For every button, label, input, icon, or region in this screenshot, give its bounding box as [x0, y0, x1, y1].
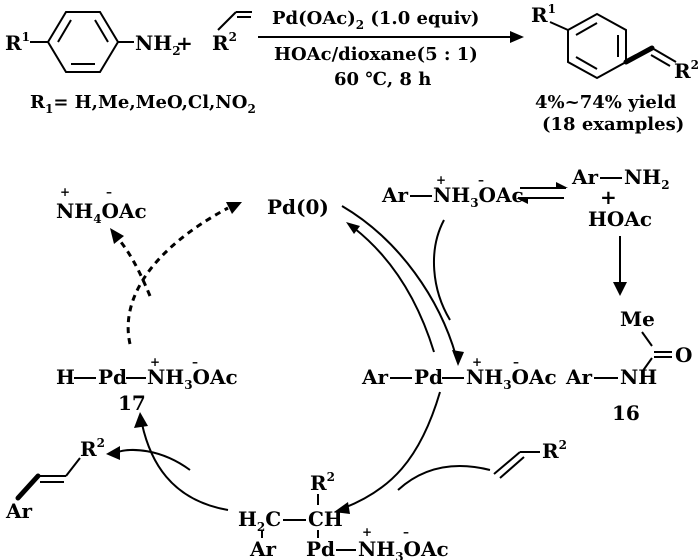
svg-text:NH3OAc: NH3OAc — [466, 365, 557, 392]
examples-label: (18 examples) — [542, 114, 684, 135]
alkene-reagent: R2 — [493, 438, 567, 479]
svg-text:+: + — [362, 525, 372, 539]
svg-text:H2C: H2C — [238, 507, 281, 534]
svg-text:NH4OAc: NH4OAc — [56, 199, 147, 226]
svg-text:Ar: Ar — [571, 165, 599, 189]
svg-text:–: – — [513, 355, 519, 369]
svg-text:Ar: Ar — [5, 499, 33, 523]
svg-text:H: H — [56, 365, 75, 389]
svg-text:–: – — [403, 525, 409, 539]
product-r1-label: R1 — [531, 2, 556, 27]
svg-text:–: – — [106, 185, 112, 199]
svg-text:Ar: Ar — [249, 537, 277, 560]
svg-text:R2: R2 — [80, 436, 105, 461]
svg-text:R2: R2 — [310, 470, 335, 495]
anilinium-acetate: Ar + – NH3OAc — [381, 173, 524, 210]
svg-text:R2: R2 — [542, 438, 567, 463]
svg-text:NH3OAc: NH3OAc — [433, 183, 524, 210]
hydride-palladium-17: H Pd + – NH3OAc 17 — [56, 355, 238, 415]
compound-17-label: 17 — [118, 391, 146, 415]
pd0-label: Pd(0) — [267, 195, 329, 219]
alkene-reactant: R2 — [212, 11, 252, 55]
product-r2-label: R2 — [674, 58, 699, 83]
svg-text:NH3OAc: NH3OAc — [147, 365, 238, 392]
svg-text:NH: NH — [620, 365, 657, 389]
equilibrium-arrows — [516, 182, 568, 204]
conditions: Pd(OAc)2 (1.0 equiv) HOAc/dioxane(5 : 1)… — [258, 8, 524, 90]
condition-solvent: HOAc/dioxane(5 : 1) — [274, 44, 478, 65]
aniline-and-acid: Ar NH2 + HOAc — [571, 165, 670, 231]
insertion-arrow — [334, 391, 491, 514]
r2-label: R2 — [212, 30, 237, 55]
ammonium-acetate: + – NH4OAc — [56, 185, 147, 226]
aniline-reactant: R1 NH2 — [5, 11, 181, 73]
r1-definition: R1= H,Me,MeO,Cl,NO2 — [30, 92, 256, 116]
stilbene-product: R1 R2 4%~74% yield (18 examples) — [531, 2, 699, 135]
svg-text:NH3OAc: NH3OAc — [358, 537, 449, 560]
svg-text:+: + — [600, 185, 617, 209]
svg-text:Me: Me — [620, 307, 655, 331]
condition-catalyst: Pd(OAc)2 (1.0 equiv) — [272, 8, 479, 32]
r1-label: R1 — [5, 30, 30, 55]
svg-text:Ar: Ar — [565, 365, 593, 389]
svg-text:Pd: Pd — [98, 365, 127, 389]
acetanilide-16: Me O Ar NH 16 — [565, 307, 692, 425]
released-product: Ar R2 — [5, 436, 105, 523]
acetylation-arrow — [613, 236, 627, 296]
dashed-arrows — [110, 202, 242, 345]
reaction-arrowhead — [510, 31, 524, 43]
svg-text:Ar: Ar — [361, 365, 389, 389]
alkyl-palladium-intermediate: H2C CH R2 Ar Pd + – NH3OAc — [238, 470, 449, 560]
nh2-label: NH2 — [135, 31, 181, 58]
svg-text:+: + — [150, 355, 160, 369]
svg-text:–: – — [192, 355, 198, 369]
svg-text:Pd: Pd — [414, 365, 443, 389]
condition-temperature: 60 ℃, 8 h — [334, 69, 431, 90]
svg-text:NH2: NH2 — [624, 165, 670, 192]
yield-label: 4%~74% yield — [535, 92, 677, 113]
compound-16-label: 16 — [612, 401, 640, 425]
oxidative-addition-arrows — [341, 205, 464, 366]
svg-text:HOAc: HOAc — [588, 207, 652, 231]
svg-text:–: – — [478, 173, 484, 187]
svg-text:Ar: Ar — [381, 183, 409, 207]
svg-text:O: O — [675, 343, 692, 367]
plus-sign: + — [176, 31, 193, 55]
aryl-palladium-intermediate: Ar Pd + – NH3OAc — [361, 355, 557, 392]
svg-text:+: + — [436, 173, 446, 187]
beta-hydride-arrow — [106, 412, 229, 511]
svg-text:+: + — [472, 355, 482, 369]
svg-text:Pd: Pd — [306, 537, 335, 560]
svg-text:+: + — [60, 185, 70, 199]
svg-text:CH: CH — [308, 507, 343, 531]
